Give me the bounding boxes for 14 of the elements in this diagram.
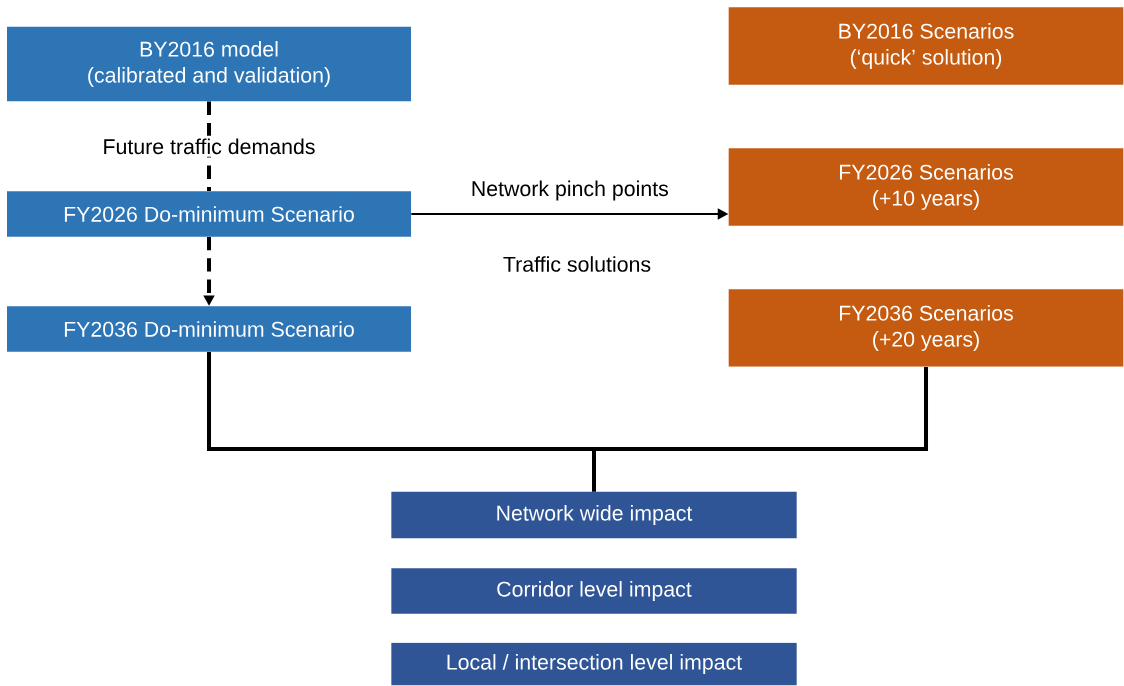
impact-box: Corridor level impact [391,568,797,614]
connector-line [207,101,211,192]
impact-box: Local / intersection level impact [391,642,797,686]
scenario-box: FY2026 Do-minimum Scenario [7,191,411,237]
impact-box: Network wide impact [391,491,797,539]
scenario-box: FY2036 Scenarios (+20 years) [728,289,1124,367]
scenario-box: BY2016 Scenarios (‘quick’ solution) [728,7,1124,85]
connector-line [592,366,928,492]
edge-label: Future traffic demands [99,135,319,157]
text-label: Traffic solutions [503,256,651,272]
scenario-box: BY2016 model (calibrated and validation) [7,26,411,102]
edge-label: Network pinch points [472,180,669,201]
scenario-box: FY2036 Do-minimum Scenario [7,306,411,352]
scenario-box: FY2026 Scenarios (+10 years) [728,148,1124,226]
